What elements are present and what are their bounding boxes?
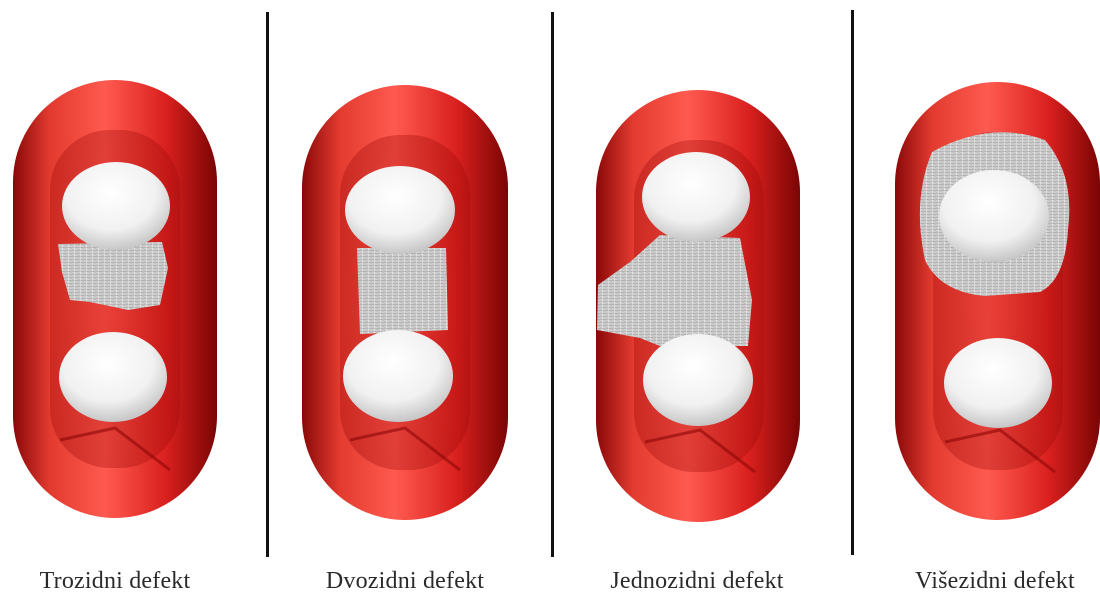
caption-visezidni: Višezidni defekt <box>915 568 1075 595</box>
defect-area <box>357 248 448 334</box>
panel-visezidni <box>895 82 1100 520</box>
panel-jednozidni <box>596 90 800 522</box>
tooth-upper <box>345 166 455 254</box>
tooth-lower <box>59 332 167 422</box>
tooth-lower <box>944 338 1052 428</box>
tooth-lower <box>643 334 753 426</box>
caption-jednozidni: Jednozidni defekt <box>610 568 783 595</box>
defect-area <box>58 242 168 310</box>
panel-dvozidni <box>302 85 508 520</box>
tooth-upper <box>642 152 750 242</box>
panel-trozidni <box>13 80 217 518</box>
tooth-upper <box>939 170 1049 262</box>
caption-trozidni: Trozidni defekt <box>40 568 191 595</box>
tooth-upper <box>62 162 170 250</box>
caption-dvozidni: Dvozidni defekt <box>326 568 484 595</box>
tooth-lower <box>343 330 453 422</box>
